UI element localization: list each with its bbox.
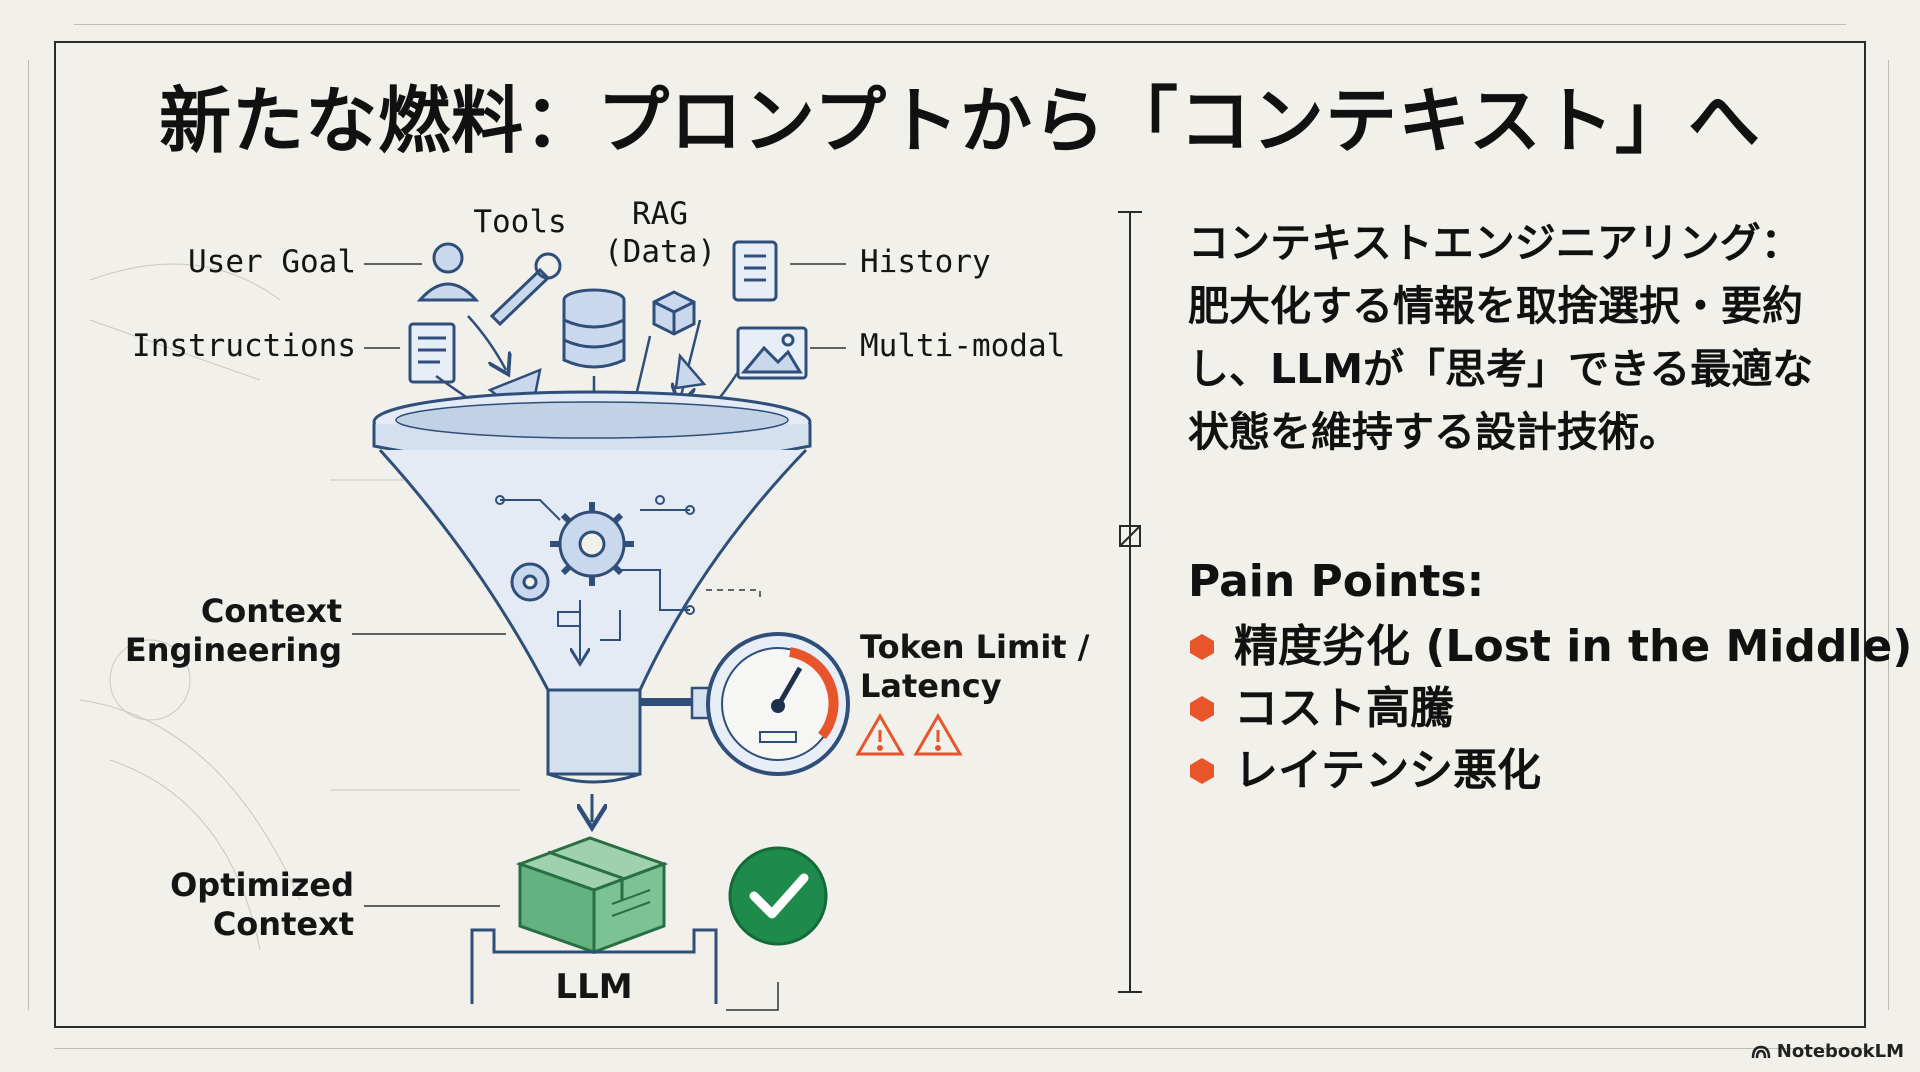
pain-point-item: コスト高騰	[1188, 678, 1912, 740]
circuit-lines	[495, 495, 695, 660]
warning-icon	[855, 713, 905, 756]
label-context-engineering: Context Engineering	[120, 592, 342, 670]
description-line: し、LLMが「思考」できる最適な	[1188, 345, 1814, 393]
description-block: コンテキストエンジニアリング： 肥大化する情報を取捨選択・要約 し、LLMが「思…	[1188, 212, 1828, 464]
label-history: History	[860, 244, 991, 280]
slide-frame	[54, 41, 1866, 1028]
brand-label: NotebookLM	[1776, 1041, 1904, 1062]
pain-point-item: 精度劣化 (Lost in the Middle)	[1188, 616, 1912, 678]
label-token-limit: Token Limit / Latency	[860, 628, 1089, 706]
background-sketch	[79, 263, 520, 951]
history-scroll-icon	[732, 240, 778, 302]
label-token-limit-line2: Latency	[860, 667, 1002, 705]
label-rag-line2: (Data)	[604, 234, 716, 270]
vertical-divider	[1118, 211, 1142, 993]
pain-point-item: レイテンシ悪化	[1188, 740, 1912, 802]
bullet-hexagon-icon	[1190, 758, 1214, 784]
sheet-top-rule	[74, 24, 1846, 25]
description-line: 状態を維持する設計技術。	[1188, 408, 1680, 456]
label-llm: LLM	[555, 967, 633, 1007]
sheet-right-rule	[1888, 60, 1889, 1010]
label-user-goal: User Goal	[188, 244, 356, 280]
pain-point-text: 精度劣化 (Lost in the Middle)	[1234, 621, 1913, 672]
gear-icon	[510, 562, 550, 602]
gear-icon	[550, 502, 634, 586]
label-tools: Tools	[473, 204, 567, 240]
label-multimodal: Multi-modal	[860, 328, 1066, 364]
sheet-left-rule	[28, 60, 29, 1010]
pain-point-text: レイテンシ悪化	[1234, 745, 1542, 796]
label-optimized-context: Optimized Context	[140, 866, 354, 944]
label-connectors	[352, 263, 846, 1011]
warning-icon	[913, 713, 963, 756]
page-title: 新たな燃料：プロンプトから「コンテキスト」へ	[159, 79, 1761, 163]
gauge-connector	[706, 589, 761, 602]
llm-tray	[470, 928, 718, 1004]
label-instructions: Instructions	[132, 328, 356, 364]
sheet-bottom-rule	[54, 1048, 1866, 1049]
bullet-hexagon-icon	[1190, 696, 1214, 722]
notebooklm-brand: NotebookLM	[1751, 1041, 1904, 1062]
label-optimized-context-line2: Context	[212, 905, 354, 943]
triangle-shape	[674, 353, 707, 390]
gauge-icon	[640, 632, 850, 776]
notebooklm-logo-icon	[1751, 1045, 1771, 1058]
label-context-engineering-line2: Engineering	[124, 631, 342, 669]
description-line: 肥大化する情報を取捨選択・要約	[1188, 282, 1803, 330]
pain-points-list: 精度劣化 (Lost in the Middle) コスト高騰 レイテンシ悪化	[1188, 616, 1912, 802]
user-icon	[416, 242, 480, 302]
check-circle-icon	[728, 846, 828, 946]
label-context-engineering-line1: Context	[200, 592, 342, 630]
package-box-icon	[515, 836, 669, 955]
label-rag-line1: RAG	[632, 196, 688, 232]
pain-point-text: コスト高騰	[1234, 683, 1454, 734]
document-icon	[408, 322, 456, 384]
label-optimized-context-line1: Optimized	[170, 866, 354, 904]
bullet-hexagon-icon	[1190, 634, 1214, 660]
cube-icon	[652, 290, 696, 336]
wrench-icon	[489, 252, 562, 327]
label-token-limit-line1: Token Limit /	[860, 628, 1090, 666]
database-icon	[562, 288, 626, 369]
funnel-opening	[395, 401, 789, 439]
image-icon	[736, 326, 808, 380]
description-line: コンテキストエンジニアリング：	[1188, 219, 1802, 267]
pain-points-title: Pain Points:	[1188, 556, 1485, 607]
